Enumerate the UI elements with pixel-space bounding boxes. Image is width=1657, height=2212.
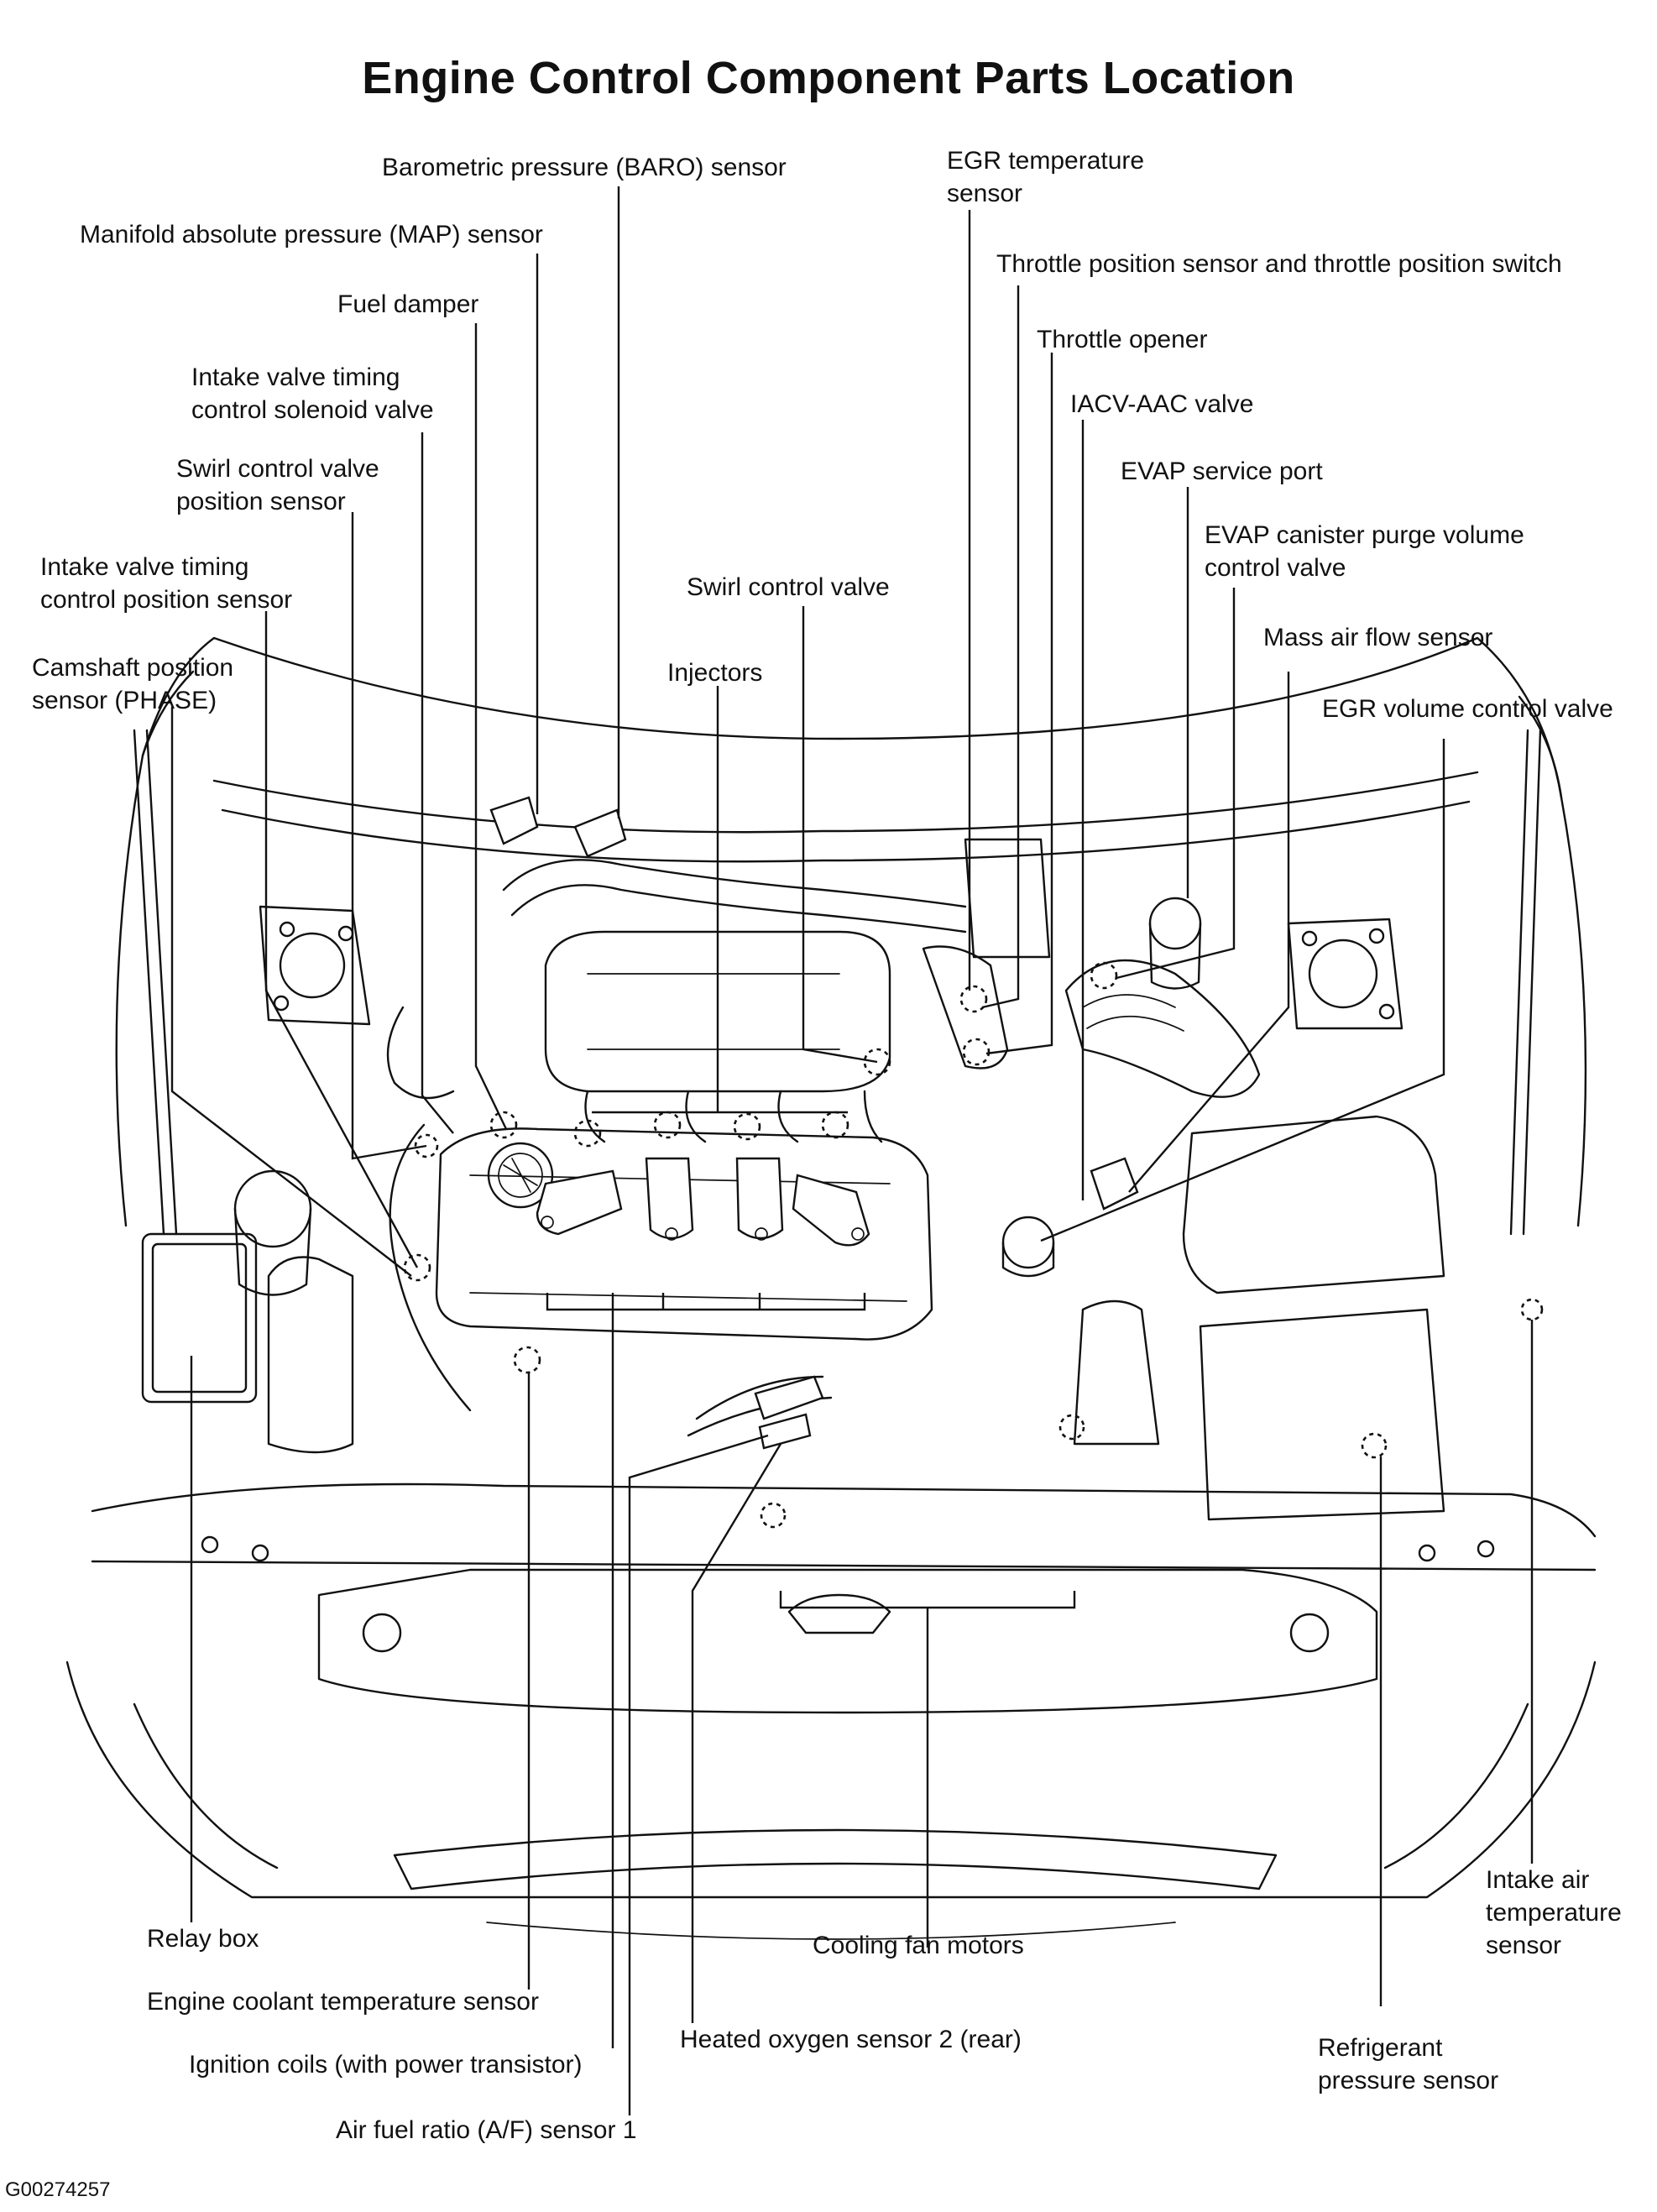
label-ignition-coils: Ignition coils (with power transistor)	[189, 2051, 583, 2079]
page-title: Engine Control Component Parts Location	[362, 53, 1295, 103]
label-egr-volume-valve: EGR volume control valve	[1322, 695, 1613, 723]
ignition-coils	[536, 1157, 870, 1247]
label-baro-sensor: Barometric pressure (BARO) sensor	[382, 154, 787, 181]
label-heated-oxygen-sensor-2: Heated oxygen sensor 2 (rear)	[680, 2026, 1022, 2053]
label-af-sensor: Air fuel ratio (A/F) sensor 1	[336, 2116, 637, 2144]
engine-bay-outline	[65, 636, 1597, 1940]
label-ivt-solenoid-valve: Intake valve timing control solenoid val…	[191, 363, 434, 424]
label-injectors: Injectors	[667, 659, 763, 687]
label-cooling-fan-motors: Cooling fan motors	[813, 1932, 1024, 1959]
location-markers	[403, 961, 1544, 1529]
label-throttle-opener: Throttle opener	[1037, 326, 1208, 353]
label-ivt-position-sensor: Intake valve timing control position sen…	[40, 553, 293, 614]
leader-lines	[170, 186, 1534, 2115]
label-evap-service-port: EVAP service port	[1121, 458, 1323, 485]
label-swirl-control-valve: Swirl control valve	[687, 573, 890, 601]
label-mass-air-flow-sensor: Mass air flow sensor	[1263, 624, 1493, 651]
label-coolant-temp-sensor: Engine coolant temperature sensor	[147, 1988, 539, 2016]
label-refrigerant-pressure-sensor: Refrigerant pressure sensor	[1318, 2034, 1499, 2094]
figure-id: G00274257	[5, 2178, 111, 2201]
label-camshaft-sensor: Camshaft position sensor (PHASE)	[32, 654, 234, 714]
label-swirl-position-sensor: Swirl control valve position sensor	[176, 455, 379, 515]
label-throttle-position-sensor: Throttle position sensor and throttle po…	[996, 250, 1562, 278]
label-evap-canister-purge-valve: EVAP canister purge volume control valve	[1205, 521, 1524, 582]
label-intake-air-temp-sensor: Intake air temperature sensor	[1486, 1866, 1622, 1959]
label-iacv-aac-valve: IACV-AAC valve	[1070, 390, 1254, 418]
label-relay-box: Relay box	[147, 1925, 259, 1953]
label-map-sensor: Manifold absolute pressure (MAP) sensor	[80, 221, 543, 248]
label-egr-temp-sensor: EGR temperature sensor	[947, 147, 1145, 207]
label-fuel-damper: Fuel damper	[337, 290, 479, 318]
